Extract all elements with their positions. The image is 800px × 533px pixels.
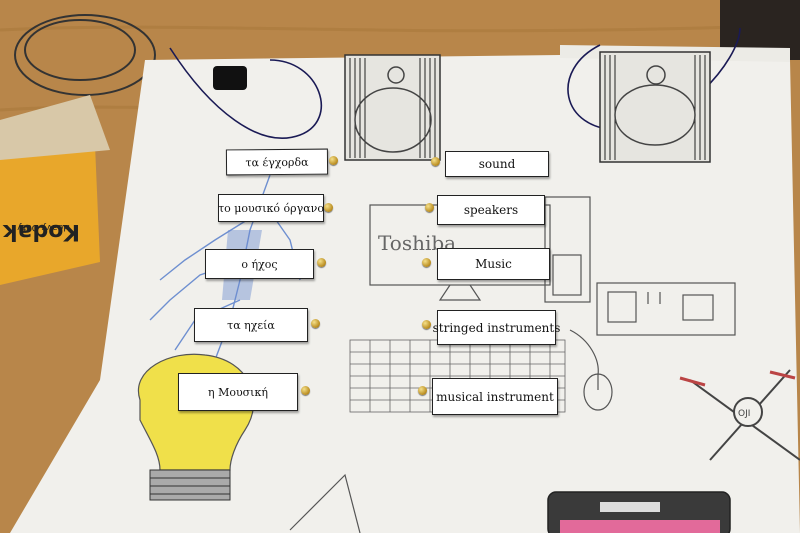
- phone-drawing: [547, 491, 731, 533]
- english-card-musical-instrument: musical instrument: [432, 378, 558, 415]
- greek-card-sound: ο ήχος: [205, 249, 314, 279]
- pin-english-5[interactable]: [418, 386, 427, 395]
- pin-greek-2[interactable]: [324, 203, 333, 212]
- greek-card-instrument: το μουσικό όργανο: [218, 194, 324, 222]
- kodak-logo: Kodak: [2, 219, 80, 244]
- pin-greek-1[interactable]: [329, 156, 338, 165]
- pin-greek-4[interactable]: [311, 319, 320, 328]
- coiled-wire: [14, 14, 156, 96]
- english-card-stringed: stringed instruments: [433, 310, 560, 345]
- poster-wire-left: [169, 47, 323, 139]
- box-caption: Heavy Duty: [17, 222, 70, 232]
- sockets-drawing: [596, 282, 736, 336]
- speaker-drawing-left: [344, 54, 441, 161]
- triangle-sketch: [289, 473, 361, 533]
- mouse-drawing: [569, 329, 613, 411]
- greek-card-speakers: τα ηχεία: [194, 308, 308, 342]
- pin-english-3[interactable]: [422, 258, 431, 267]
- pin-english-2[interactable]: [425, 203, 434, 212]
- svg-text:OJI: OJI: [738, 409, 750, 419]
- kodak-box: [0, 145, 100, 285]
- drone-drawing: OJI: [679, 369, 800, 461]
- black-clip: [213, 66, 247, 90]
- english-card-speakers: speakers: [437, 195, 545, 225]
- greek-card-music: η Μουσική: [178, 373, 298, 411]
- english-card-music: Music: [437, 248, 550, 280]
- pin-english-4[interactable]: [422, 320, 431, 329]
- greek-card-strings: τα έγχορδα: [225, 148, 329, 176]
- english-card-sound: sound: [445, 151, 549, 177]
- speaker-drawing-right: [599, 51, 711, 163]
- pin-greek-3[interactable]: [317, 258, 326, 267]
- pin-english-1[interactable]: [431, 157, 440, 166]
- pin-greek-5[interactable]: [301, 386, 310, 395]
